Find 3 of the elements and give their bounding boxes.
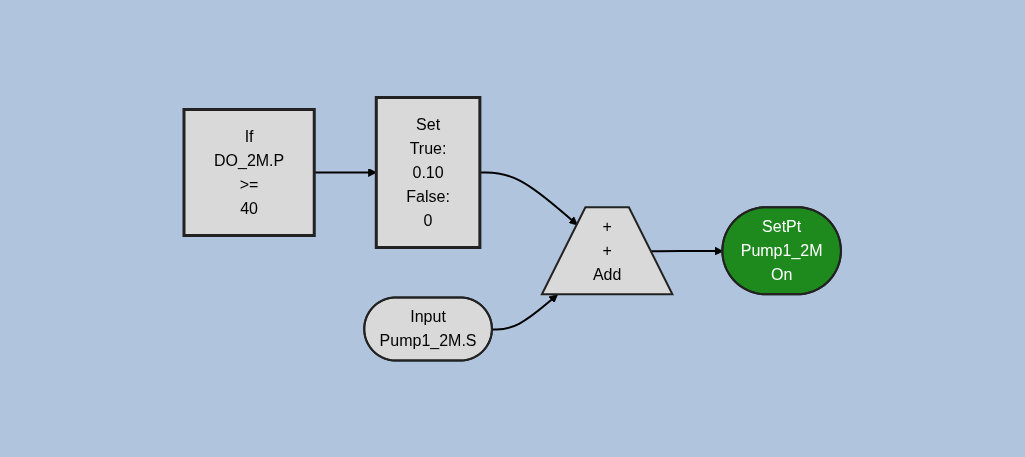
node-box: If DO_2M.P >= 40 [182, 107, 316, 237]
arrow [491, 293, 558, 330]
node-box: Set True: 0.10 False: 0 [374, 95, 482, 249]
